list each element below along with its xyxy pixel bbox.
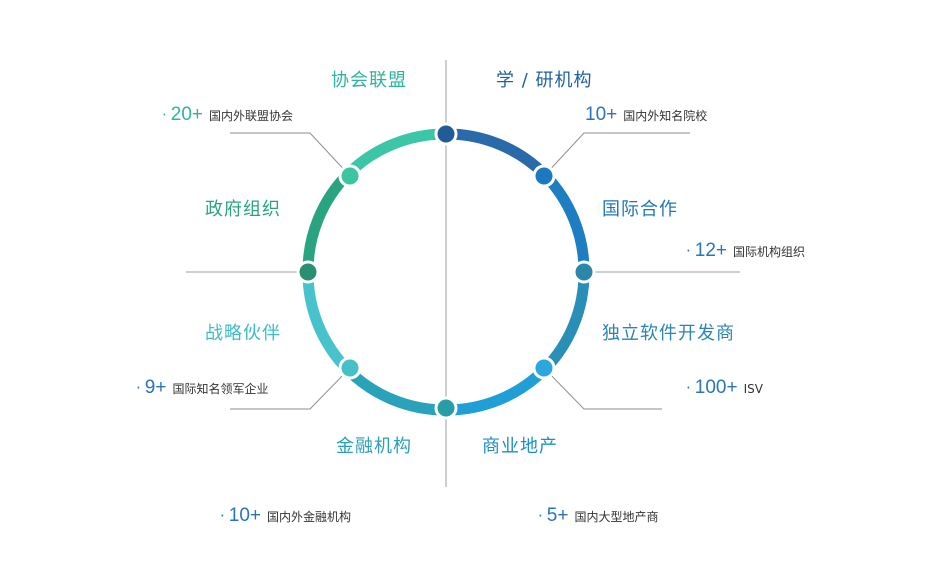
node-bottom-left (338, 356, 362, 380)
stat-value: 20+ (170, 104, 204, 125)
stat-desc: ISV (743, 382, 763, 396)
stat-bullet: · (220, 507, 225, 525)
stat-value: 10+ (228, 505, 262, 526)
stat-value: 100+ (694, 377, 738, 398)
stat-bullet: · (686, 379, 691, 397)
leader-line-alliance (230, 132, 351, 177)
stat-finance: ·10+ 国内外金融机构 (220, 505, 351, 528)
stat-desc: 国内外金融机构 (267, 510, 352, 524)
node-bottom (434, 396, 458, 420)
ring-segment-finance (344, 366, 447, 416)
ring-segment-isv (540, 271, 590, 374)
category-real-estate: 商业地产 (482, 436, 558, 457)
category-academic: 学 / 研机构 (496, 70, 593, 91)
category-government: 政府组织 (205, 199, 281, 220)
stat-desc: 国际知名领军企业 (172, 382, 269, 396)
stat-bullet: · (538, 507, 543, 525)
category-isv: 独立软件开发商 (602, 323, 735, 344)
stat-intl-coop: ·12+ 国际机构组织 (686, 240, 805, 263)
stat-value: 12+ (694, 240, 728, 261)
stat-partners: ·9+ 国际知名领军企业 (136, 377, 268, 400)
category-intl-coop: 国际合作 (602, 199, 678, 220)
stat-bullet: · (136, 379, 141, 397)
stat-desc: 国内外知名院校 (623, 109, 708, 123)
category-alliance: 协会联盟 (331, 70, 407, 91)
stat-desc: 国内外联盟协会 (209, 109, 294, 123)
stat-bullet: · (162, 106, 167, 124)
stat-bullet: · (686, 242, 691, 260)
ring-segment-government (302, 170, 352, 273)
node-top-right (532, 164, 556, 188)
stat-value: 5+ (546, 505, 569, 526)
node-left (296, 260, 320, 284)
stat-desc: 国际机构组织 (733, 245, 806, 259)
stat-isv: ·100+ ISV (686, 377, 763, 400)
ring-segment-academic (445, 128, 548, 178)
node-right (572, 260, 596, 284)
leader-line-academic (543, 132, 690, 177)
ring-segment-partners (302, 271, 352, 374)
ring-segment-real-estate (445, 366, 548, 416)
stat-value: 9+ (144, 377, 167, 398)
stat-academic: 10+ 国内外知名院校 (585, 104, 707, 127)
category-partners: 战略伙伴 (205, 323, 281, 344)
leader-line-isv (543, 367, 662, 410)
node-top (434, 122, 458, 146)
stat-desc: 国内大型地产商 (574, 510, 659, 524)
stat-value: 10+ (585, 104, 618, 125)
node-bottom-right (532, 356, 556, 380)
stat-alliance: ·20+ 国内外联盟协会 (162, 104, 293, 127)
ring-segment-intl-coop (540, 170, 590, 273)
stat-real-estate: ·5+ 国内大型地产商 (538, 505, 658, 528)
category-finance: 金融机构 (336, 436, 412, 457)
leader-line-partners (230, 367, 351, 410)
ring-segment-alliance (344, 128, 447, 178)
node-top-left (338, 164, 362, 188)
